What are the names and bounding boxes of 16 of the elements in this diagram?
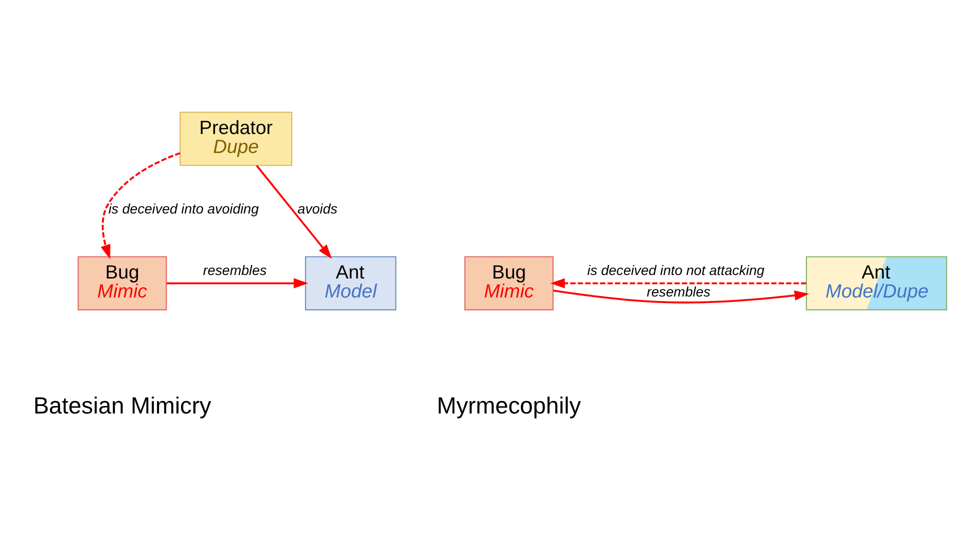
edge-label: resembles	[646, 284, 710, 300]
node-box: Predator Dupe	[180, 112, 292, 166]
arrow	[256, 165, 332, 259]
arrow	[553, 290, 810, 304]
edge-label: is deceived into not attacking	[587, 263, 764, 278]
node-box: Ant Model	[305, 256, 396, 310]
label: Myrmecophily	[436, 392, 581, 419]
node-box: Bug Mimic	[464, 256, 554, 310]
label: Batesian Mimicry	[33, 392, 212, 419]
edge-label: avoids	[298, 202, 338, 217]
edge-label: is deceived into avoiding	[108, 202, 259, 217]
arrow	[166, 278, 308, 288]
node-box: Bug Mimic	[78, 256, 167, 310]
arrow	[550, 278, 806, 288]
edge-label: resembles	[203, 263, 267, 278]
arrow	[100, 152, 180, 260]
